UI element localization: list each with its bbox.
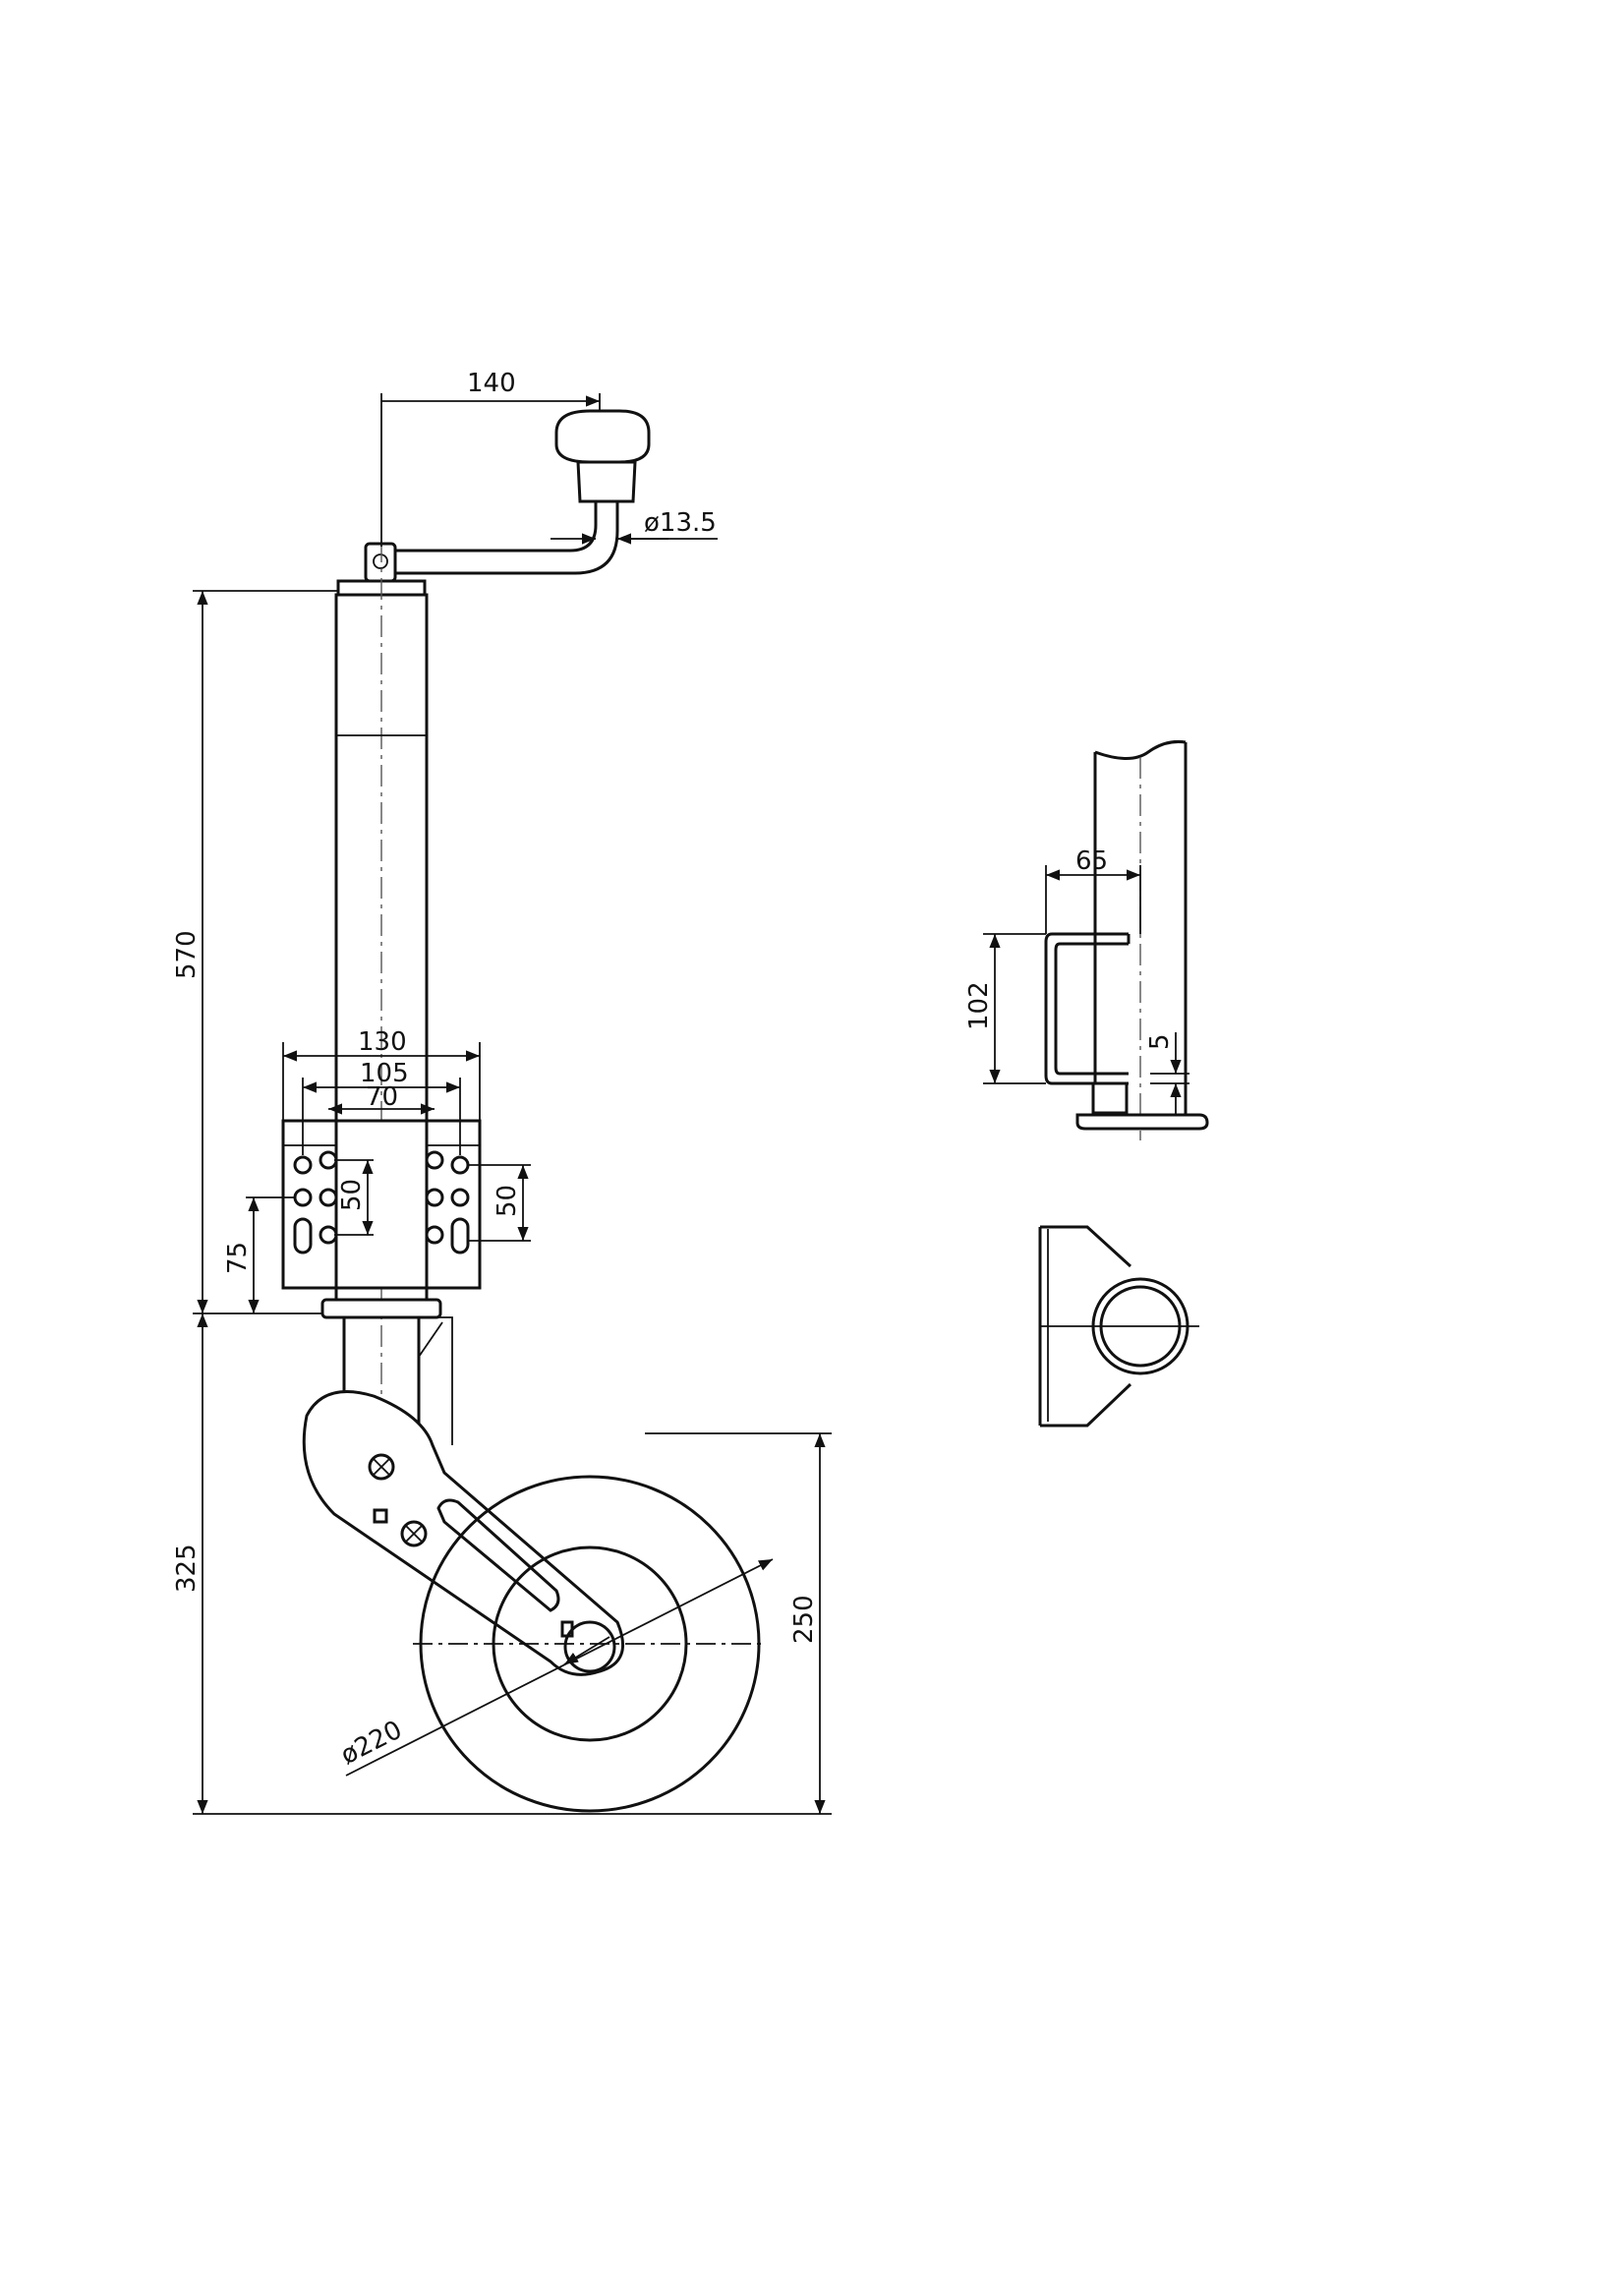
dim-label-570: 570 xyxy=(172,930,202,979)
dim-wheel-section: 325 xyxy=(172,1313,590,1815)
dim-label-130: 130 xyxy=(358,1027,407,1057)
dim-label-325: 325 xyxy=(172,1544,202,1593)
dim-upper-height: 570 xyxy=(172,590,338,1314)
dim-tube-diameter: 70 xyxy=(328,1082,435,1115)
dim-label-105: 105 xyxy=(360,1059,409,1088)
dim-side-bracket-depth: 65 xyxy=(1045,846,1141,934)
dim-hole-spacing: 105 xyxy=(302,1059,461,1155)
dim-label-102: 102 xyxy=(964,981,994,1030)
dim-label-5: 5 xyxy=(1145,1033,1175,1050)
dim-label-rod-dia: ø13.5 xyxy=(644,508,717,538)
dim-hole-vertical-right: 50 xyxy=(468,1164,531,1242)
wheel xyxy=(413,1475,767,1813)
dim-hole-vertical-left: 50 xyxy=(334,1159,374,1236)
dim-clamp-outer: 130 xyxy=(282,1027,481,1121)
dim-label-250: 250 xyxy=(789,1595,819,1644)
dim-label-50-left: 50 xyxy=(337,1179,367,1211)
dim-label-50-right: 50 xyxy=(493,1185,522,1217)
dim-side-bracket-height: 102 xyxy=(964,933,1046,1084)
top-view xyxy=(1038,1225,1199,1428)
dim-label-65: 65 xyxy=(1075,846,1108,876)
dim-wheel-height: 250 xyxy=(590,1432,832,1815)
dim-label-70: 70 xyxy=(366,1082,398,1112)
clamp-bracket xyxy=(281,1119,482,1290)
front-view: 140 ø13.5 570 130 105 xyxy=(172,369,832,1815)
dim-handle-reach: 140 xyxy=(380,369,601,547)
dim-clamp-height: 75 xyxy=(223,1196,295,1313)
dim-label-140: 140 xyxy=(467,369,516,398)
side-view: 65 102 5 xyxy=(964,740,1209,1140)
dim-label-75: 75 xyxy=(223,1242,253,1274)
dim-rod-diameter: ø13.5 xyxy=(551,508,718,545)
dim-side-plate-thickness: 5 xyxy=(1145,1032,1189,1115)
crank-handle xyxy=(364,409,651,583)
crank-knob xyxy=(554,409,651,464)
